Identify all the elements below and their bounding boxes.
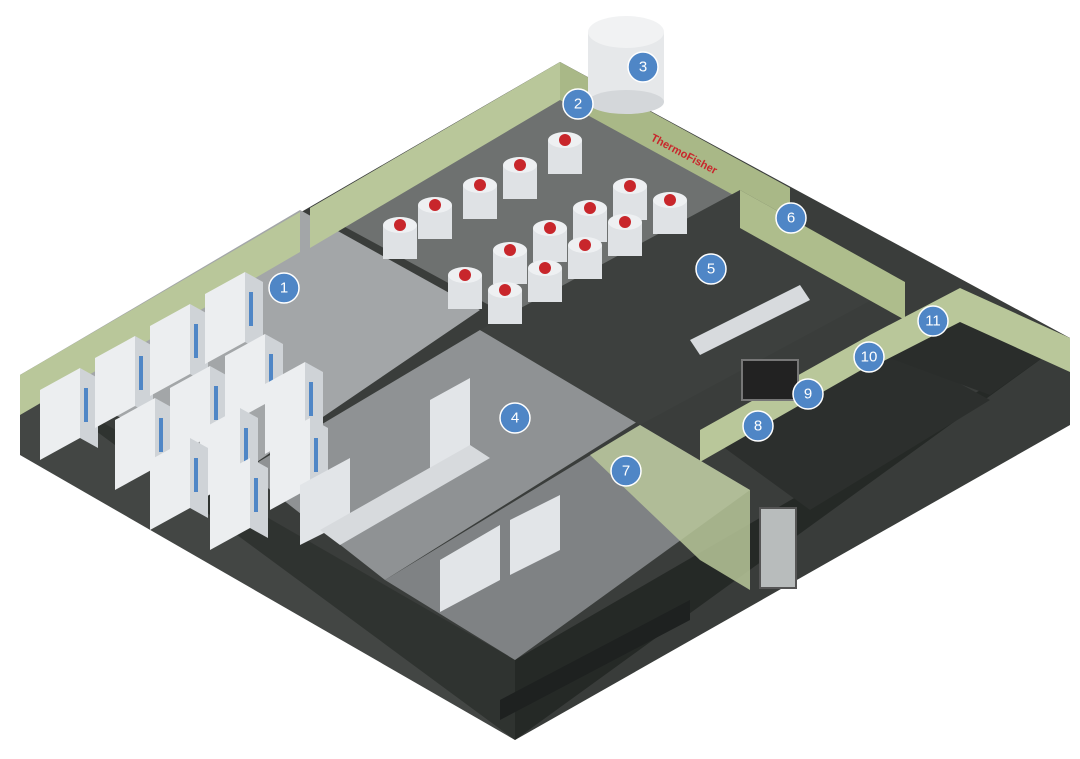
- freezer-icon: [205, 272, 263, 364]
- room-badge-label: 8: [754, 418, 762, 435]
- freezer-array: [40, 272, 328, 550]
- bioreactor-icon: [533, 220, 567, 262]
- room-badge-4: 4: [499, 402, 531, 434]
- bioreactor-icon: [568, 237, 602, 279]
- room-badge-label: 9: [804, 386, 812, 403]
- room-badge-label: 2: [574, 96, 582, 113]
- room-1-back-wall: [20, 212, 300, 415]
- freezer-icon: [95, 336, 153, 428]
- bioreactor-array: [383, 132, 687, 324]
- bioreactor-icon: [463, 177, 497, 219]
- bioreactor-icon: [528, 260, 562, 302]
- room-badge-6: 6: [775, 202, 807, 234]
- room-badges: 1 2 3 4 5 6 7 8 9 10 11: [268, 51, 949, 487]
- room-badge-1: 1: [268, 272, 300, 304]
- bioreactor-icon: [488, 282, 522, 324]
- room-badge-7: 7: [610, 455, 642, 487]
- room-badge-label: 5: [707, 261, 715, 278]
- workbench-icon: [690, 285, 810, 355]
- room-badge-8: 8: [742, 410, 774, 442]
- bioreactor-icon: [448, 267, 482, 309]
- room-badge-label: 3: [639, 59, 647, 76]
- freezer-icon: [150, 438, 208, 530]
- room-badge-3: 3: [627, 51, 659, 83]
- door-icon: [741, 359, 799, 401]
- room-11-wall: [870, 288, 1070, 372]
- room-badge-10: 10: [853, 341, 885, 373]
- freezer-icon: [40, 368, 98, 460]
- room-8-9-floor: [700, 335, 990, 510]
- bioreactor-icon: [418, 197, 452, 239]
- room-badge-label: 4: [511, 410, 519, 427]
- freezer-icon: [210, 458, 268, 550]
- biosafety-cabinet-icon: [510, 495, 560, 575]
- workbench-icon: [500, 600, 690, 720]
- bioreactor-icon: [548, 132, 582, 174]
- room-badge-label: 10: [861, 349, 878, 366]
- freezer-icon: [150, 304, 208, 396]
- room-badge-label: 6: [787, 210, 795, 227]
- bioreactor-icon: [503, 157, 537, 199]
- bioreactor-icon: [383, 217, 417, 259]
- door-icon: [759, 507, 797, 589]
- room-badge-label: 1: [280, 280, 288, 297]
- biosafety-cabinets: [300, 285, 810, 720]
- room-badge-label: 7: [622, 463, 630, 480]
- bioreactor-icon: [493, 242, 527, 284]
- room-badge-11: 11: [917, 305, 949, 337]
- room-badge-label: 11: [925, 313, 941, 330]
- room-badge-9: 9: [792, 378, 824, 410]
- bioreactor-icon: [608, 214, 642, 256]
- room-2-back-wall: [310, 62, 560, 248]
- biosafety-cabinet-icon: [440, 525, 500, 612]
- room-badge-5: 5: [695, 253, 727, 285]
- biosafety-cabinet-icon: [430, 378, 470, 470]
- workbench-icon: [320, 445, 490, 545]
- bioreactor-icon: [613, 178, 647, 220]
- bioreactor-icon: [573, 200, 607, 242]
- room-badge-2: 2: [562, 88, 594, 120]
- bioreactor-icon: [653, 192, 687, 234]
